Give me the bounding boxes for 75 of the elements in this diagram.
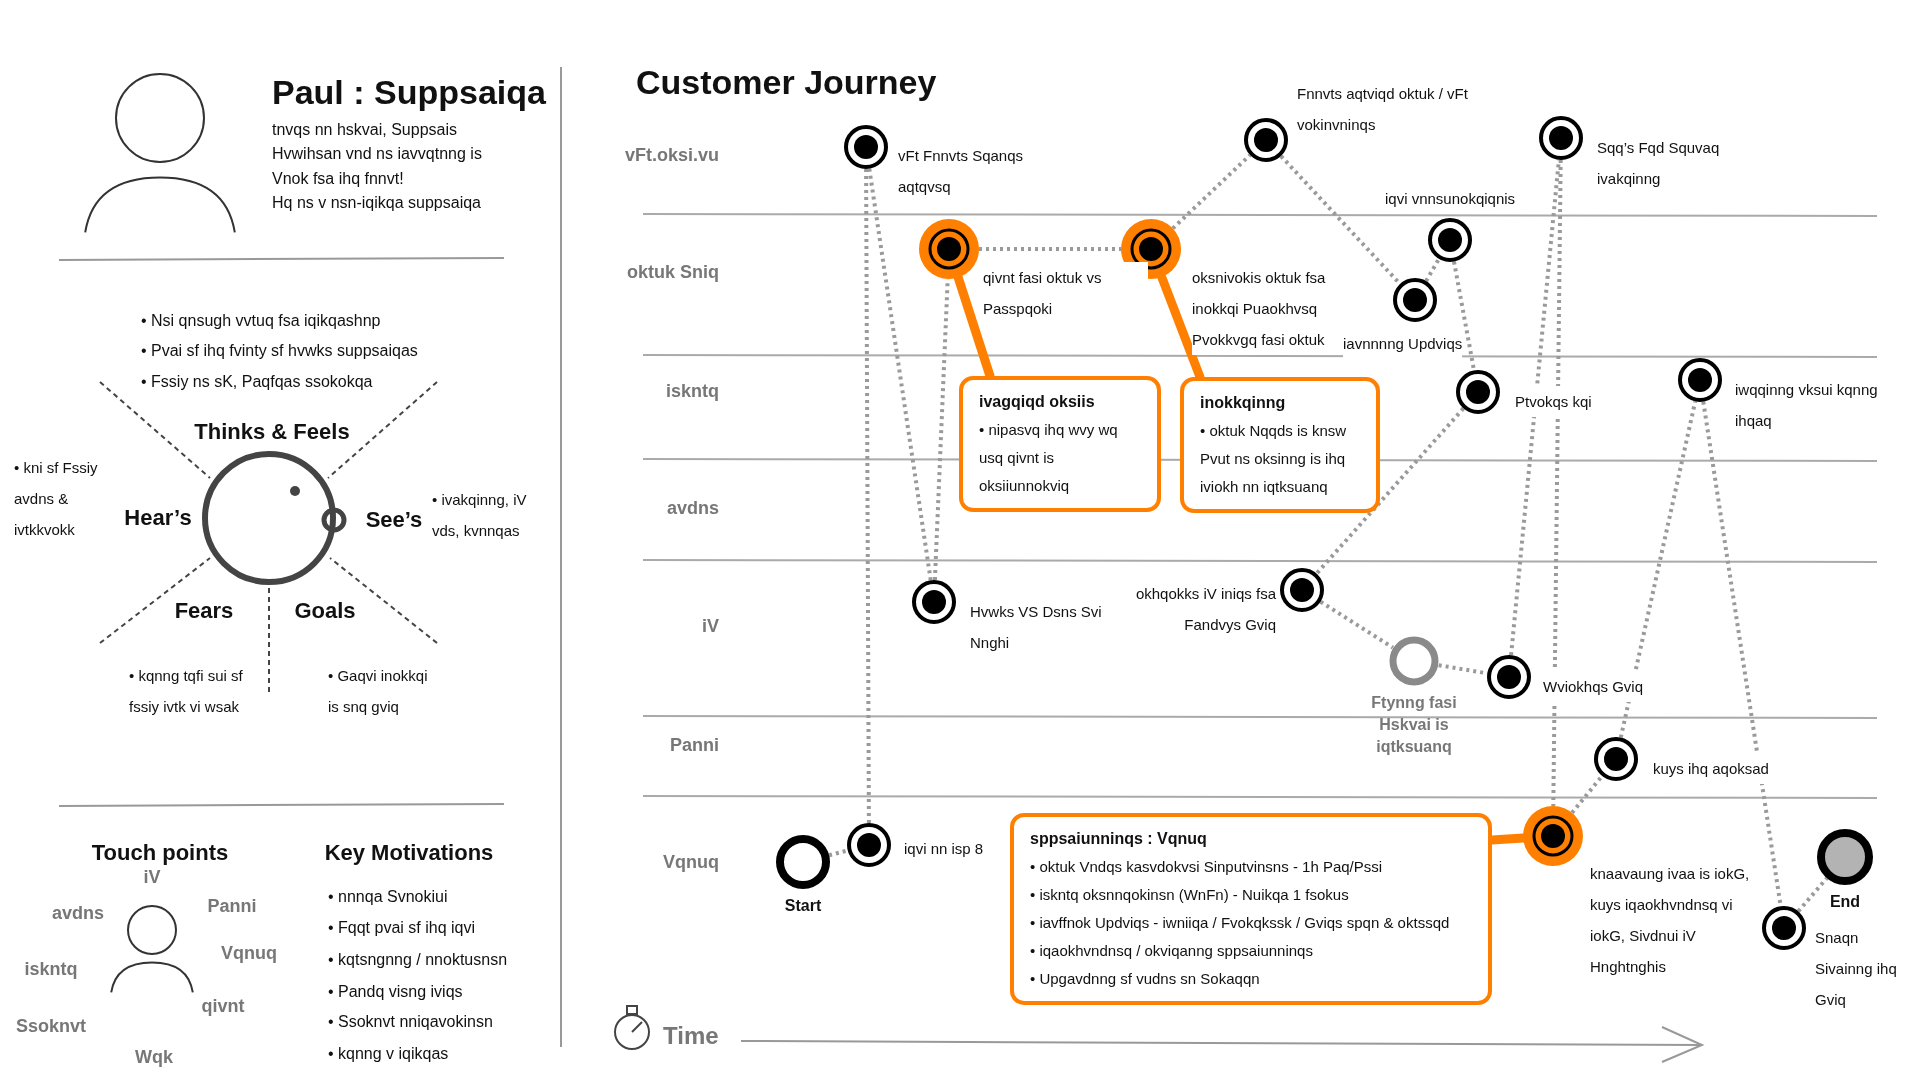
point-caption: Wviokhqs Gviq (1543, 671, 1644, 702)
persona-name: Paul : Suppsaiqa (272, 72, 547, 112)
lane-label: Panni (669, 734, 719, 756)
callout-box (1010, 813, 1492, 1005)
bullet-text: • nnnqa Svnokiui (328, 887, 449, 907)
dotted-connector (828, 848, 849, 858)
point-caption: kuys ihq aqoksad (1653, 753, 1769, 784)
bullet-text: • Gaqvi inokkqi is snq gviq (328, 666, 429, 717)
marker-label: End (1828, 892, 1862, 912)
callout-box (959, 376, 1161, 512)
bullet-text: • Upgavdnng sf vudns sn Sokaqqn (1030, 969, 1261, 989)
bullet-text: • iskntq oksnnqokinsn (WnFn) - Nuikqa 1 fsokus (1030, 885, 1350, 905)
touch-point-label: Ssoknvt (15, 1015, 87, 1037)
touch-point-label: qivnt (200, 995, 246, 1017)
dotted-connector (867, 168, 933, 581)
point-caption: Ptvokqs kqi (1515, 386, 1592, 417)
bullet-text: • iqaokhvndnsq / okviqanng sppsaiunninqs (1030, 941, 1314, 961)
dotted-connector (1319, 600, 1394, 650)
marker-label: Start (783, 896, 823, 916)
dotted-connector (1171, 153, 1252, 230)
quadrant-label: Hear’s (123, 504, 193, 532)
lane-label: iV (701, 615, 719, 637)
callout-heading: ivagqiqd oksiis (979, 392, 1096, 412)
bullet-text: • Nsi qnsugh vvtuq fsa iqikqashnp (141, 311, 382, 331)
bullet-text: • kqnng v iqikqas (328, 1044, 450, 1064)
dotted-connector (1570, 774, 1604, 815)
lane-label: oktuk Sniq (626, 261, 719, 283)
lane-label: Vqnuq (662, 851, 719, 873)
lane-label: iskntq (665, 380, 719, 402)
bullet-text: • nipasvq ihq wvy wq usq qivnt is oksiiunnokviq (979, 420, 1119, 496)
bullet-text: • ivakqinng, iV vds, kvnnqas (432, 490, 528, 541)
bullet-text: • oktuk Vndqs kasvdokvsi Sinputvinsns - 1h Paq/Pssi (1030, 857, 1384, 877)
dotted-connector (979, 247, 1121, 251)
lane-label: vFt.oksi.vu (623, 144, 719, 166)
description-text: Hq ns v nsn-iqikqa suppsaiqa (272, 193, 482, 213)
bullet-text: • Fssiy ns sK, Paqfqas ssokokqa (141, 372, 374, 392)
quadrant-label: Goals (293, 597, 357, 625)
quadrant-label: Fears (173, 597, 235, 625)
dotted-connector (1551, 159, 1563, 807)
bullet-text: • Pandq visng iviqs (328, 982, 464, 1002)
section-heading: Touch points (90, 839, 230, 867)
callout-heading: sppsaiunninqs : Vqnuq (1030, 829, 1208, 849)
dotted-connector (1315, 407, 1465, 575)
bullet-text: • Ssoknvt nniqavokinsn (328, 1012, 494, 1032)
description-text: tnvqs nn hskvai, Suppsais (272, 120, 458, 140)
bullet-text: • kni sf Fssiy avdns & ivtkkvokk (14, 458, 99, 540)
bullet-text: • kqnng tqfi sui sf fssiy ivtk vi wsak (129, 666, 244, 717)
bullet-text: • oktuk Nqqds is knsw Pvut ns oksinng is ihq iviokh nn iqtksuanq (1200, 421, 1348, 497)
page-title: Customer Journey (636, 62, 938, 102)
dotted-connector (864, 169, 871, 823)
touch-point-label: Panni (206, 895, 258, 917)
dotted-connector (1438, 663, 1488, 676)
dotted-connector (1796, 876, 1829, 913)
bullet-text: • kqtsngnng / nnoktusnsn (328, 950, 509, 970)
quadrant-label: See’s (364, 506, 424, 534)
quadrant-label: Thinks & Feels (193, 418, 351, 446)
callout-box (1180, 377, 1380, 513)
bullet-text: • Pvai sf ihq fvinty sf hvwks suppsaiqas (141, 341, 419, 361)
axis-label: Time (663, 1022, 720, 1050)
touch-point-label: iV (142, 866, 162, 888)
touch-point-label: Wqk (134, 1046, 174, 1068)
callout-heading: inokkqinng (1200, 393, 1287, 413)
dotted-connector (1618, 401, 1698, 738)
touch-point-label: Vqnuq (220, 942, 278, 964)
bullet-text: • Fqqt pvai sf ihq iqvi (328, 918, 476, 938)
section-heading: Key Motivations (323, 839, 495, 867)
description-text: Vnok fsa ihq fnnvt! (272, 169, 405, 189)
touch-point-label: iskntq (23, 958, 79, 980)
marker-label: Ftynng fasi Hskvai is iqtksuanq (1370, 693, 1458, 757)
dotted-connector (1452, 261, 1476, 371)
description-text: Hvwihsan vnd ns iavvqtnng is (272, 144, 483, 164)
dotted-connector (1424, 258, 1441, 282)
touch-point-label: avdns (51, 902, 105, 924)
lane-label: avdns (665, 497, 719, 519)
bullet-text: • iavffnok Updviqs - iwniiqa / Fvokqkssk / Gviqs spqn & oktssqd (1030, 913, 1451, 933)
